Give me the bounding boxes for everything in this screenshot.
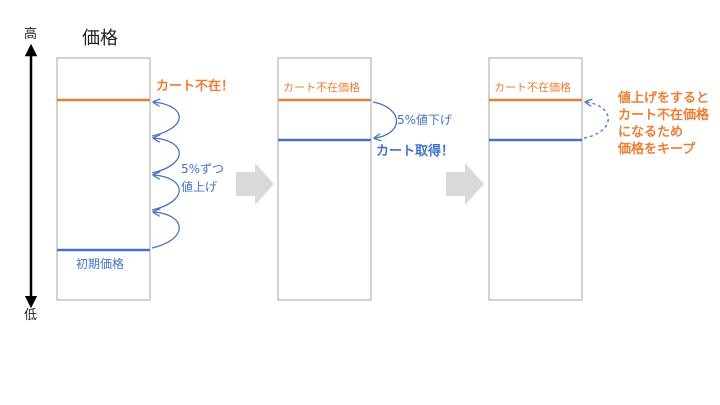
- panel3-box: [488, 57, 583, 301]
- panel2-price-down-label: 5%値下げ: [397, 113, 453, 127]
- price-title: 価格: [82, 28, 118, 49]
- panel1-step-label-line1: 5%ずつ: [181, 162, 225, 176]
- axis-high-label: 高: [24, 27, 38, 42]
- panel3-note-line: になるため: [618, 125, 684, 140]
- transition-arrow-2: [446, 163, 484, 205]
- panel1-cart-lost-label: カート不在！: [156, 79, 235, 94]
- panel3-note-line: 値上げをすると: [618, 91, 710, 106]
- panel3-note-line: カート不在価格: [618, 108, 710, 123]
- panel3-cart-absent-price-label: カート不在価格: [494, 81, 571, 94]
- panel2-box: [277, 57, 372, 301]
- axis-low-label: 低: [24, 308, 38, 323]
- panel1-step-arrows: [151, 102, 180, 249]
- panel3-note-line: 価格をキープ: [618, 142, 696, 157]
- panel2-cart-absent-price-label: カート不在価格: [283, 81, 360, 94]
- panel3-dashed-raise-arrow: [583, 102, 609, 139]
- panel2-cart-won-label: カート取得！: [376, 144, 455, 159]
- panel1-initial-price-label: 初期価格: [76, 257, 125, 271]
- panel1-step-label-line2: 値上げ: [181, 180, 218, 194]
- panel2-price-down-arrow: [372, 101, 398, 138]
- panel3-note: 値上げをすると カート不在価格 になるため 価格をキープ: [618, 90, 709, 158]
- transition-arrow-1: [236, 163, 274, 205]
- panel1-box: [56, 57, 151, 301]
